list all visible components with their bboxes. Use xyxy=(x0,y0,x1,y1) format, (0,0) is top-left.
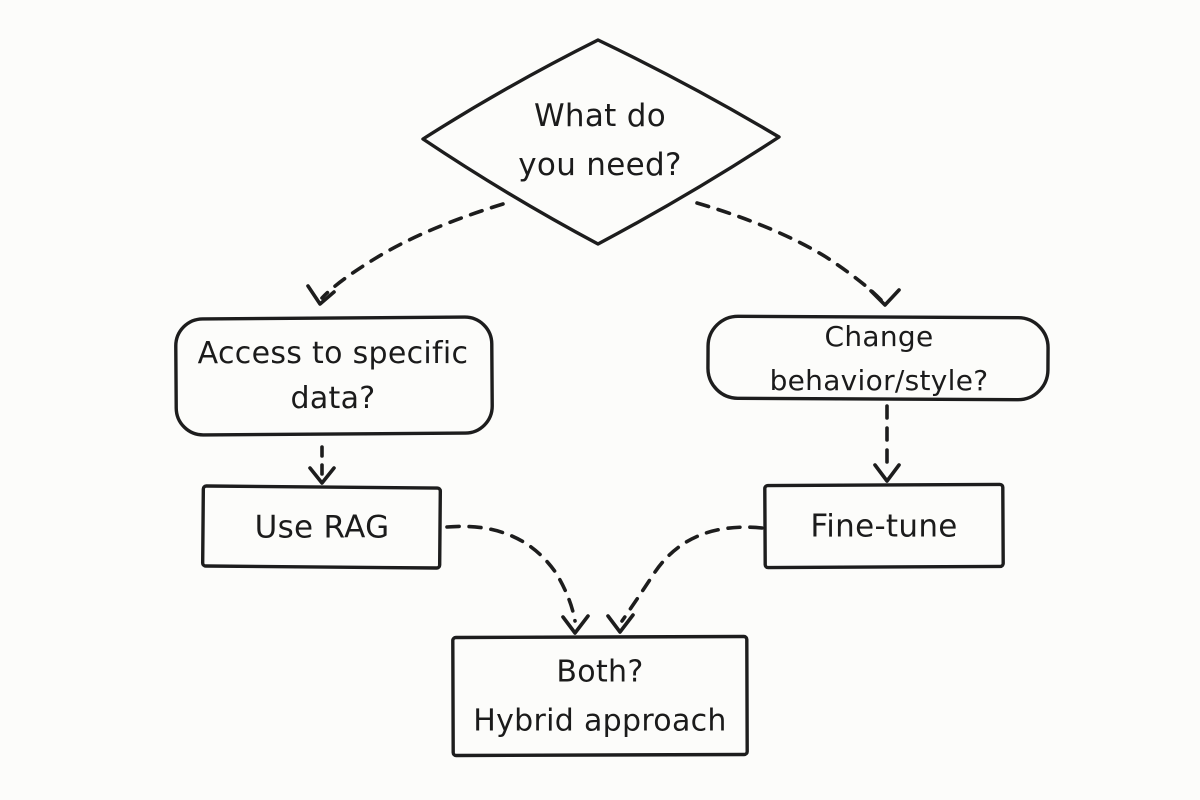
hybrid-box-shape xyxy=(451,634,749,758)
use-rag-node-label: Use RAG xyxy=(254,509,390,546)
fine-tune-box-shape xyxy=(763,482,1005,570)
fine-tune-node-label: Fine-tune xyxy=(810,508,958,545)
edge-decision-to-behavior xyxy=(695,201,884,303)
arrowhead-to-userag-icon xyxy=(308,466,336,485)
use-rag-box-shape xyxy=(200,484,443,570)
arrowhead-userag-to-hybrid-icon xyxy=(561,614,590,635)
hybrid-node-label: Both? Hybrid approach xyxy=(473,654,727,738)
decision-node-label: What do you need? xyxy=(518,98,682,183)
edge-userag-to-hybrid xyxy=(445,524,577,623)
arrowhead-to-behavior-icon xyxy=(869,288,901,307)
edge-decision-to-data xyxy=(320,202,505,300)
edge-finetune-to-hybrid xyxy=(620,525,764,623)
arrowhead-finetune-to-hybrid-icon xyxy=(606,613,635,634)
decision-diamond-shape xyxy=(421,38,781,246)
data-question-node-label: Access to specific data? xyxy=(197,336,469,416)
arrowhead-to-finetune-icon xyxy=(873,463,901,483)
behavior-question-node-label: Change behavior/style? xyxy=(769,319,989,397)
behavior-question-box-shape xyxy=(706,314,1050,402)
data-question-box-shape xyxy=(174,315,494,437)
arrowhead-to-data-icon xyxy=(306,284,336,306)
